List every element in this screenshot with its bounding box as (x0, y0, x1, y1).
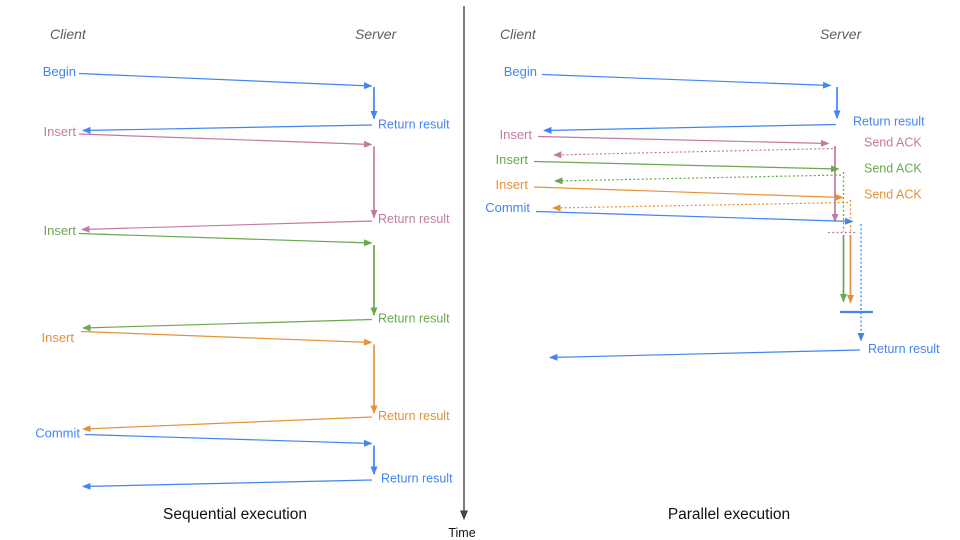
seq-insert1-return-line (81, 220, 373, 233)
par-insert2-ack-label: Send ACK (864, 162, 922, 176)
seq-commit-return-line (82, 479, 373, 490)
par-insert1-request-line (537, 135, 830, 147)
par-server-header: Server (820, 26, 863, 42)
par-insert1-ack-return-line (553, 147, 834, 159)
seq-insert2-label: Insert (43, 223, 76, 238)
par-caption: Parallel execution (668, 506, 790, 523)
seq-insert1-request-line (78, 133, 373, 148)
seq-insert2-request-line (78, 232, 373, 247)
par-insert2-ack-return-line (554, 174, 842, 185)
par-commit-request-line (535, 210, 854, 225)
seq-insert2-return-line (82, 318, 373, 332)
par-begin-response-label: Return result (853, 115, 925, 129)
par-begin-label: Begin (504, 64, 537, 79)
par-insert3-request-line (533, 186, 844, 201)
seq-commit-request-line (84, 433, 373, 447)
seq-insert3-return-line (82, 416, 373, 433)
seq-insert3-label: Insert (41, 330, 74, 345)
par-insert2-request-line (533, 160, 840, 173)
par-insert1-label: Insert (499, 127, 532, 142)
par-insert3-ack-return-line (552, 201, 849, 212)
seq-caption: Sequential execution (163, 506, 307, 523)
seq-commit-response-label: Return result (381, 472, 453, 486)
seq-insert3-response-label: Return result (378, 409, 450, 423)
seq-client-header: Client (50, 26, 87, 42)
seq-begin-request-line (78, 72, 373, 90)
seq-server-header: Server (355, 26, 398, 42)
seq-insert1-response-label: Return result (378, 212, 450, 226)
par-client-header: Client (500, 26, 537, 42)
par-insert3-label: Insert (495, 177, 528, 192)
seq-begin-return-line (82, 124, 373, 134)
seq-insert3-request-line (80, 330, 373, 346)
par-insert1-ack-label: Send ACK (864, 136, 922, 150)
time-axis-label: Time (448, 526, 475, 540)
par-begin-return-line (543, 123, 837, 134)
par-begin-request-line (541, 73, 832, 89)
seq-insert1-label: Insert (43, 124, 76, 139)
par-final-response-label: Return result (868, 342, 940, 356)
par-final-return-line (549, 349, 861, 361)
seq-insert2-response-label: Return result (378, 312, 450, 326)
par-insert2-label: Insert (495, 152, 528, 167)
seq-begin-response-label: Return result (378, 118, 450, 132)
seq-begin-label: Begin (43, 64, 76, 79)
par-insert3-ack-label: Send ACK (864, 188, 922, 202)
seq-commit-label: Commit (35, 426, 80, 441)
par-commit-label: Commit (485, 200, 530, 215)
